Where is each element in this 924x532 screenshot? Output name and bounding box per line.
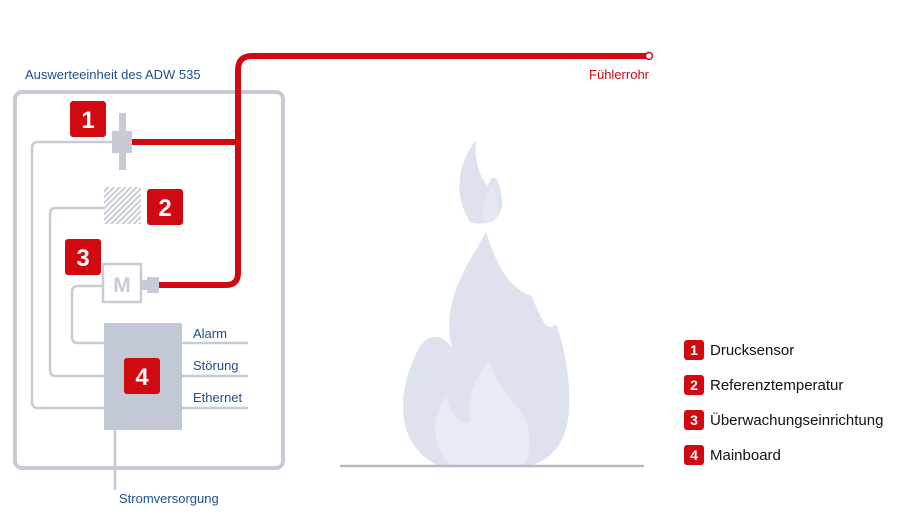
svg-text:1: 1	[81, 107, 94, 134]
monitor-letter: M	[113, 274, 131, 297]
legend-badge: 2	[684, 375, 704, 395]
legend-item: 4 Mainboard	[684, 445, 920, 465]
svg-text:2: 2	[158, 195, 171, 222]
legend-badge: 1	[684, 340, 704, 360]
legend-item: 1 Drucksensor	[684, 340, 920, 360]
wire-monitor-to-mainboard	[70, 284, 104, 345]
sensor-tube	[130, 53, 648, 288]
output-ethernet-label: Ethernet	[193, 390, 243, 405]
legend-label: Überwachungseinrichtung	[710, 411, 884, 429]
legend-label: Referenztemperatur	[710, 376, 844, 394]
housing-frame	[13, 90, 285, 470]
output-alarm-label: Alarm	[193, 326, 227, 341]
internal-wiring	[30, 140, 248, 490]
legend: 1 Drucksensor 2 Referenztemperatur 3 Übe…	[684, 340, 920, 480]
legend-item: 3 Überwachungseinrichtung	[684, 410, 920, 430]
legend-badge: 4	[684, 445, 704, 465]
pressure-sensor	[112, 113, 132, 170]
flame-icon	[402, 140, 570, 466]
wire-sensor-to-mainboard	[30, 140, 115, 410]
badge-4: 4	[124, 358, 160, 394]
svg-text:4: 4	[135, 364, 149, 391]
power-supply-label: Stromversorgung	[119, 491, 219, 506]
legend-badge: 3	[684, 410, 704, 430]
monitoring-unit: M	[101, 262, 159, 304]
wire-reference-to-mainboard	[48, 206, 104, 378]
sensor-tube-end	[644, 51, 654, 61]
legend-item: 2 Referenztemperatur	[684, 375, 920, 395]
svg-text:3: 3	[76, 245, 89, 272]
badge-1: 1	[70, 101, 106, 137]
sensor-tube-label: Fühlerrohr	[589, 67, 650, 82]
reference-temperature-element	[104, 187, 141, 224]
output-fault-label: Störung	[193, 358, 239, 373]
unit-title: Auswerteeinheit des ADW 535	[25, 67, 201, 82]
badge-3: 3	[65, 239, 101, 275]
badge-2: 2	[147, 189, 183, 225]
legend-label: Mainboard	[710, 446, 781, 464]
legend-label: Drucksensor	[710, 341, 795, 359]
